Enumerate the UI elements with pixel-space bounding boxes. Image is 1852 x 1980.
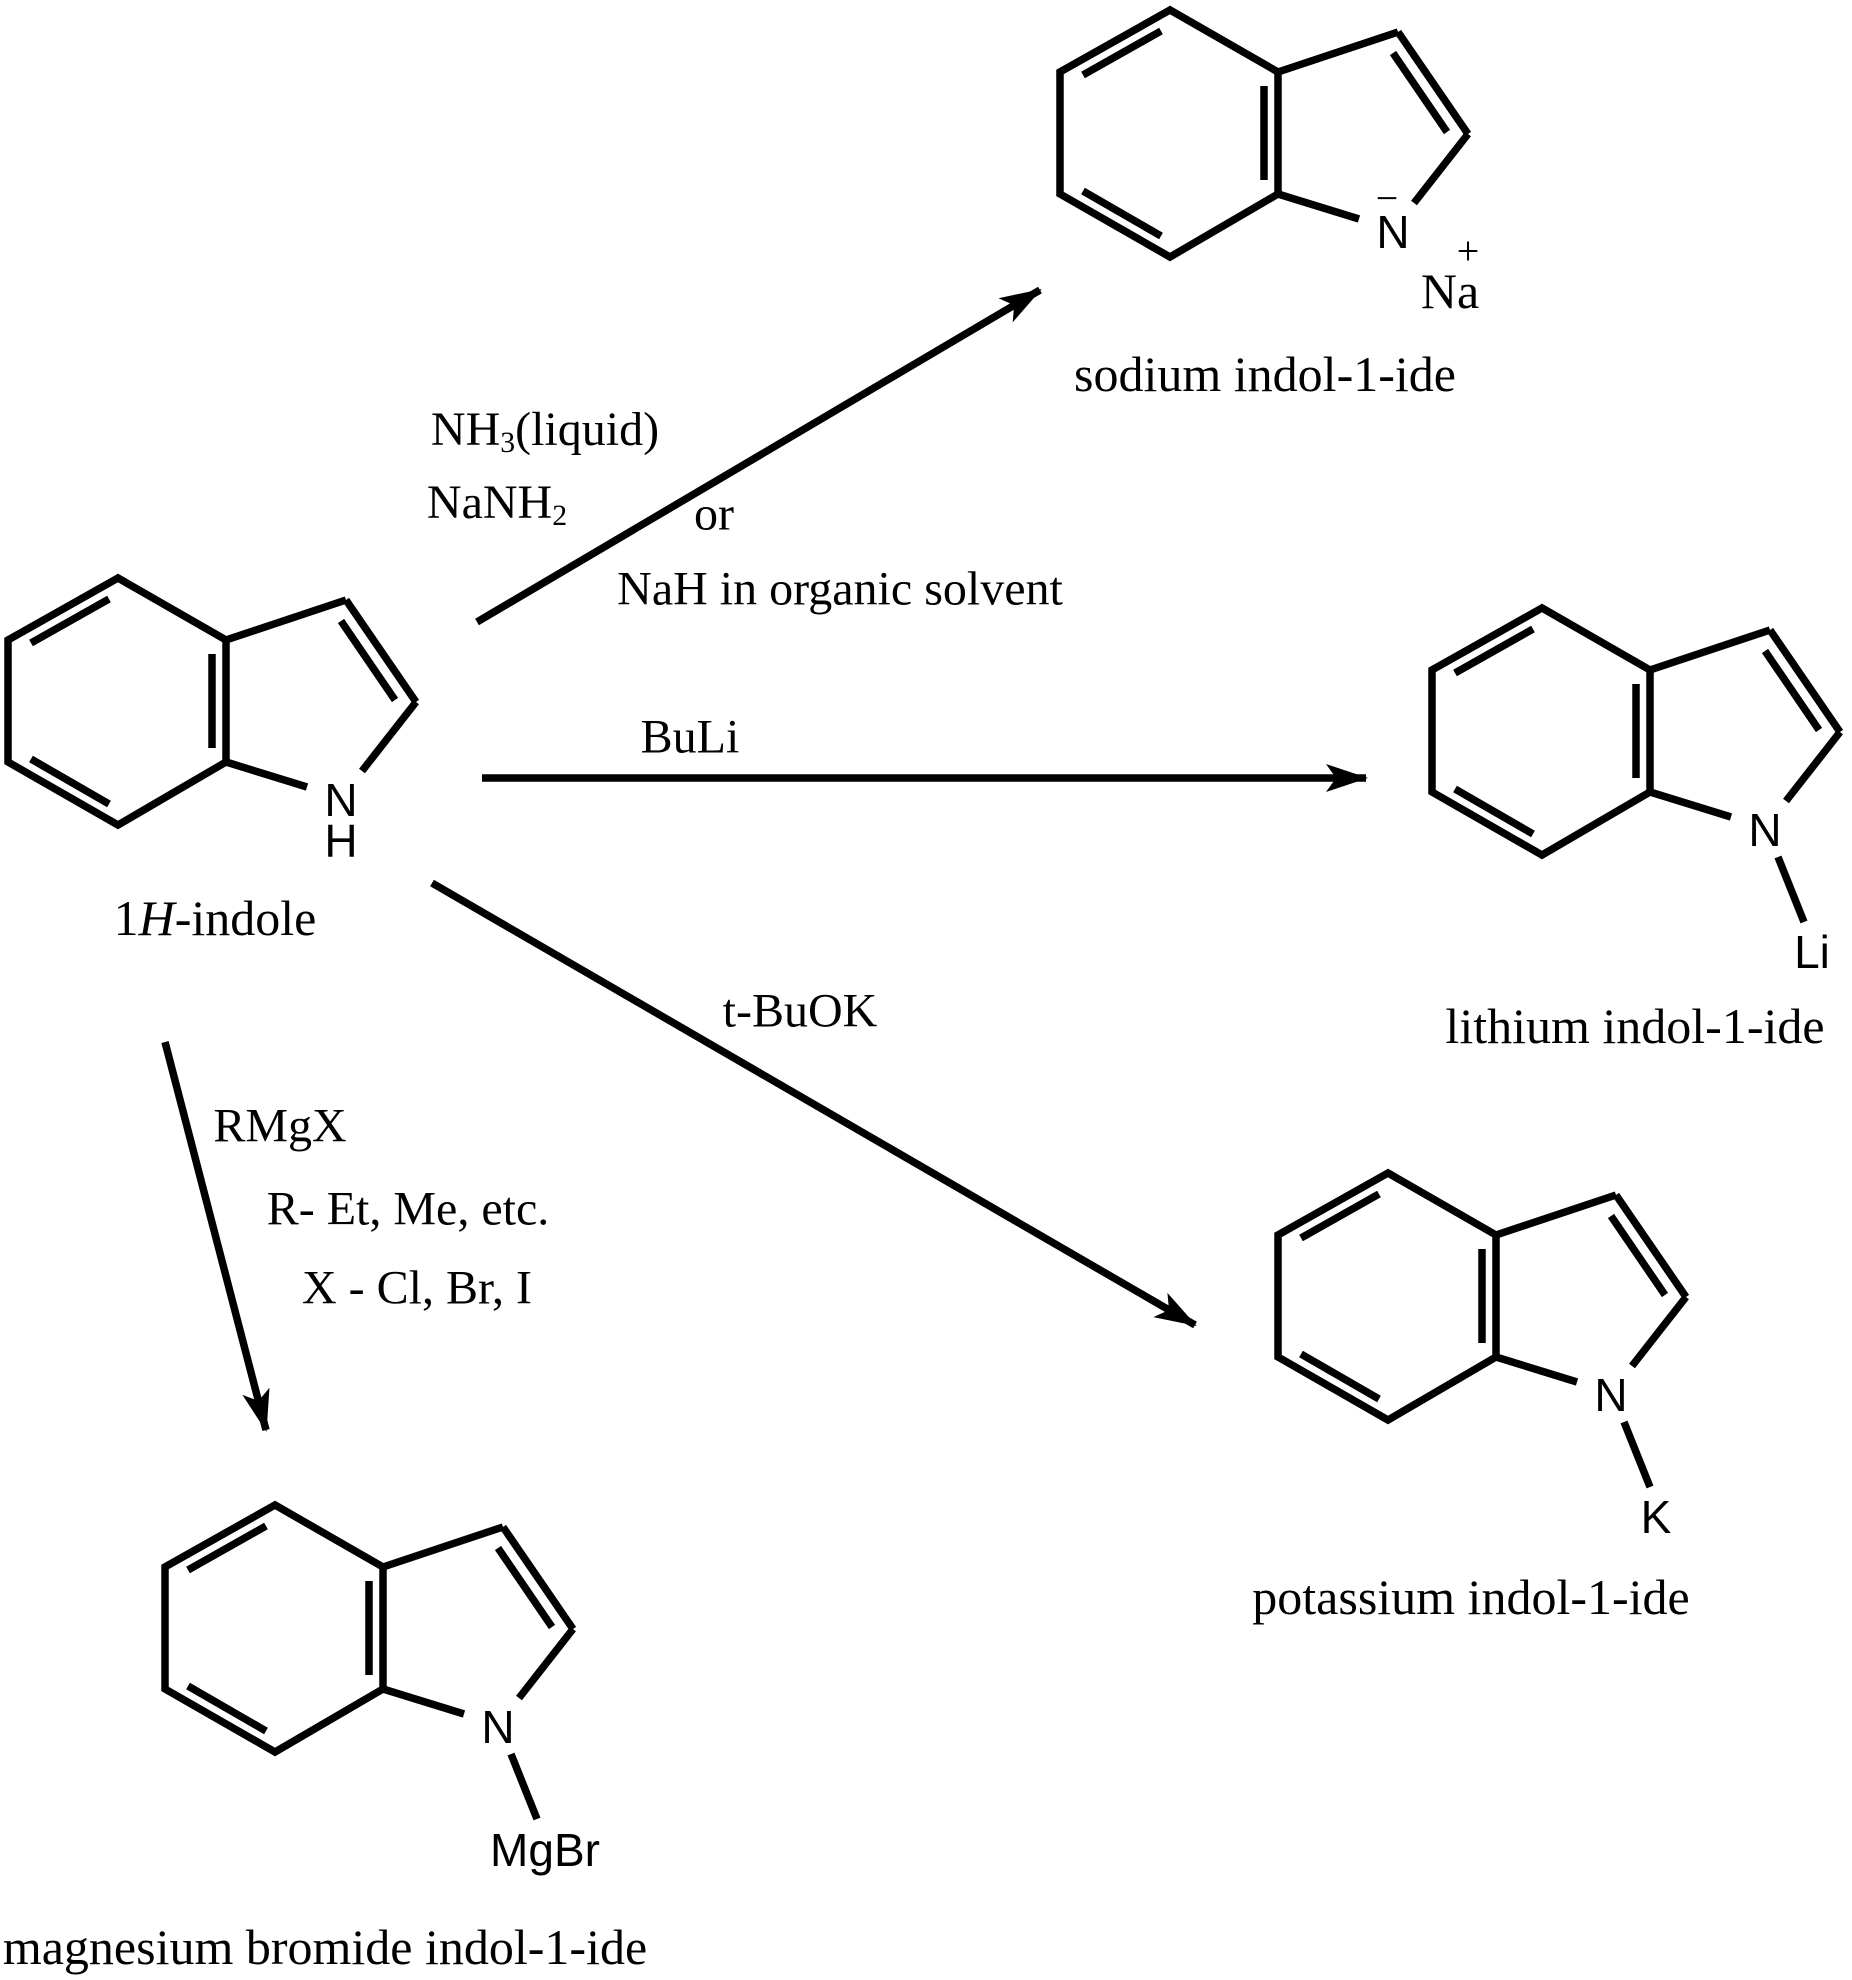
potassium-tbutoxide-reagent-label: t-BuOK bbox=[722, 984, 878, 1038]
positive-charge-label: + bbox=[1456, 228, 1480, 274]
arrow-to-sodium-indolide bbox=[475, 286, 1042, 626]
or-label: or bbox=[694, 487, 734, 541]
sodium-hydride-reagent-label: NaH in organic solvent bbox=[617, 562, 1063, 616]
potassium-indolide-name-label: potassium indol-1-ide bbox=[1252, 1569, 1690, 1625]
sodium-indolide-n-atom-label: N bbox=[1376, 206, 1410, 258]
n-mgbr-bond bbox=[507, 1752, 541, 1821]
sodium-amide-reagent-label: NaNH2 bbox=[427, 475, 567, 533]
grignard-reagent-label: RMgX bbox=[213, 1099, 347, 1153]
magnesium-indolide-name-label: magnesium bromide indol-1-ide bbox=[2, 1919, 648, 1975]
butyllithium-reagent-label: BuLi bbox=[640, 710, 740, 764]
indole-name-pre: 1 bbox=[113, 890, 139, 946]
negative-charge-label: − bbox=[1375, 175, 1399, 221]
potassium-indolide-n-atom-label: N bbox=[1594, 1369, 1628, 1421]
indole-name-post: -indole bbox=[174, 890, 317, 946]
potassium-atom-label: K bbox=[1640, 1491, 1672, 1543]
arrow-to-magnesium-indolide bbox=[161, 1041, 270, 1432]
ammonia-base-text: NH bbox=[430, 403, 501, 457]
magnesium-indolide-n-atom-label: N bbox=[481, 1701, 515, 1753]
ammonia-subscript: 3 bbox=[500, 425, 516, 459]
n-k-bond bbox=[1620, 1420, 1654, 1489]
indole-name-label: 1H-indole bbox=[114, 889, 317, 947]
sodium-amide-subscript: 2 bbox=[552, 498, 568, 532]
ammonia-reagent-label: NH3(liquid) bbox=[431, 402, 659, 460]
sodium-cation-label: Na bbox=[1420, 263, 1480, 319]
indole-name-italic-h: H bbox=[138, 890, 175, 946]
ammonia-state-text: (liquid) bbox=[515, 403, 660, 457]
grignard-x-definition-label: X - Cl, Br, I bbox=[301, 1261, 533, 1315]
lithium-indolide-n-atom-label: N bbox=[1748, 804, 1782, 856]
indole-h-atom-label: H bbox=[324, 815, 358, 867]
indole-n-atom-label: N bbox=[324, 774, 358, 826]
sodium-amide-base-text: NaNH bbox=[426, 476, 553, 530]
lithium-indolide-name-label: lithium indol-1-ide bbox=[1445, 998, 1825, 1054]
sodium-indolide-name-label: sodium indol-1-ide bbox=[1074, 346, 1456, 402]
n-li-bond bbox=[1774, 855, 1808, 924]
lithium-atom-label: Li bbox=[1794, 926, 1830, 978]
grignard-r-definition-label: R- Et, Me, etc. bbox=[266, 1182, 550, 1236]
magnesium-bromide-group-label: MgBr bbox=[490, 1824, 600, 1876]
arrow-to-potassium-indolide bbox=[430, 879, 1197, 1329]
